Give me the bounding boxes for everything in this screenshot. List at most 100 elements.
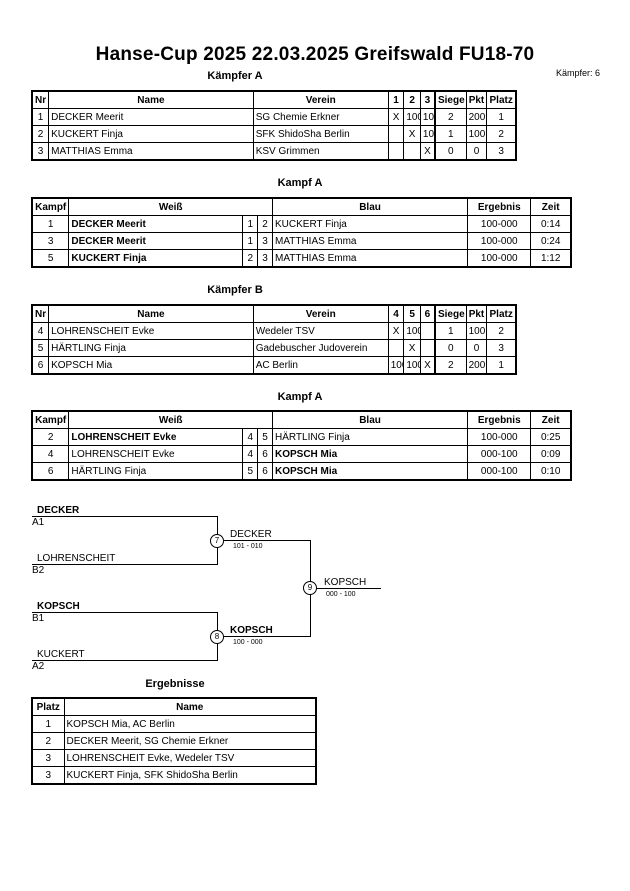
cell-bout: 2: [31, 428, 70, 446]
cell-place: 3: [31, 749, 65, 767]
cell-wins: 2: [433, 108, 467, 126]
results-caption: Ergebnisse: [145, 678, 205, 690]
cell-r3: X: [419, 142, 436, 161]
table-row: 6 HÄRTLING Finja 5 6 KOPSCH Mia 000-100 …: [31, 462, 572, 481]
cell-bout: 4: [31, 445, 70, 463]
cell-place: 2: [31, 732, 65, 750]
cell-r3: 100: [419, 125, 436, 143]
cell-r3: [419, 339, 436, 357]
col-blue: Blau: [271, 410, 469, 429]
cell-wins: 1: [433, 322, 467, 340]
col-name: Name: [63, 697, 317, 716]
semi1-winner-name: DECKER: [230, 529, 272, 540]
cell-time: 0:24: [530, 232, 572, 250]
pool-b-table: Nr Name Verein 4 5 6 Siege Pkt Platz 4 L…: [31, 304, 517, 375]
cell-blue-nr: 6: [257, 445, 273, 463]
semi2-top-name: KOPSCH: [37, 601, 80, 612]
table-row: 5 KUCKERT Finja 2 3 MATTHIAS Emma 100-00…: [31, 249, 572, 268]
cell-name: KUCKERT Finja, SFK ShidoSha Berlin: [63, 766, 317, 785]
semi1-bottom-name: LOHRENSCHEIT: [37, 553, 116, 564]
table-row: 3 DECKER Meerit 1 3 MATTHIAS Emma 100-00…: [31, 232, 572, 250]
cell-blue: MATTHIAS Emma: [271, 249, 469, 268]
table-row: 4 LOHRENSCHEIT Evke 4 6 KOPSCH Mia 000-1…: [31, 445, 572, 463]
cell-name: KOPSCH Mia, AC Berlin: [63, 715, 317, 733]
cell-r2: 100: [403, 322, 421, 340]
cell-blue-nr: 3: [257, 232, 273, 250]
semi1-bottom-line: [32, 564, 218, 565]
cell-nr: 5: [31, 339, 50, 357]
cell-white: DECKER Meerit: [68, 232, 244, 250]
cell-place: 2: [486, 322, 517, 340]
cell-club: SFK ShidoSha Berlin: [252, 125, 389, 143]
cell-white: DECKER Meerit: [68, 215, 244, 233]
cell-white-nr: 1: [242, 232, 259, 250]
cell-pts: 0: [465, 142, 488, 161]
semi1-score: 101 - 010: [233, 543, 263, 550]
col-nr: Nr: [31, 90, 50, 109]
cell-name: MATTHIAS Emma: [48, 142, 254, 161]
cell-r3: X: [419, 356, 436, 375]
pool-b-caption: Kämpfer B: [207, 284, 263, 296]
cell-place: 1: [486, 108, 517, 126]
cell-nr: 2: [31, 125, 50, 143]
table-row: 6 KOPSCH Mia AC Berlin 100 100 X 2 200 1: [31, 356, 517, 375]
col-pts: Pkt: [465, 304, 488, 323]
cell-time: 1:12: [530, 249, 572, 268]
cell-result: 100-000: [467, 249, 532, 268]
cell-r1: [387, 125, 405, 143]
cell-blue: MATTHIAS Emma: [271, 232, 469, 250]
semi1-top-line: [32, 516, 218, 517]
cell-place: 3: [486, 142, 517, 161]
pool-a-table: Nr Name Verein 1 2 3 Siege Pkt Platz 1 D…: [31, 90, 517, 161]
cell-name: DECKER Meerit, SG Chemie Erkner: [63, 732, 317, 750]
cell-nr: 6: [31, 356, 50, 375]
final-bout-number: 9: [303, 581, 317, 595]
bouts-b-caption: Kampf A: [277, 391, 323, 403]
cell-nr: 1: [31, 108, 50, 126]
cell-r1: 100: [387, 356, 405, 375]
cell-nr: 3: [31, 142, 50, 161]
cell-nr: 4: [31, 322, 50, 340]
cell-white: HÄRTLING Finja: [68, 462, 244, 481]
semi1-vertical-line: [217, 516, 218, 565]
col-wins: Siege: [433, 304, 467, 323]
col-place: Platz: [486, 304, 517, 323]
col-bout: Kampf: [31, 410, 70, 429]
cell-result: 100-000: [467, 428, 532, 446]
cell-r2: X: [403, 125, 421, 143]
cell-r1: [387, 142, 405, 161]
table-header-row: Kampf Weiß Blau Ergebnis Zeit: [31, 410, 572, 429]
pool-a-caption: Kämpfer A: [207, 70, 263, 82]
col-r3: 6: [419, 304, 436, 323]
table-row: 3 MATTHIAS Emma KSV Grimmen X 0 0 3: [31, 142, 517, 161]
cell-name: DECKER Meerit: [48, 108, 254, 126]
final-vertical-line: [310, 540, 311, 637]
cell-r3: 100: [419, 108, 436, 126]
cell-name: LOHRENSCHEIT Evke: [48, 322, 254, 340]
cell-bout: 1: [31, 215, 70, 233]
col-pts: Pkt: [465, 90, 488, 109]
semi1-winner-line: [224, 540, 311, 541]
cell-time: 0:10: [530, 462, 572, 481]
cell-name: KOPSCH Mia: [48, 356, 254, 375]
table-row: 3 LOHRENSCHEIT Evke, Wedeler TSV: [31, 749, 317, 767]
cell-club: KSV Grimmen: [252, 142, 389, 161]
cell-club: Wedeler TSV: [252, 322, 389, 340]
cell-name: LOHRENSCHEIT Evke, Wedeler TSV: [63, 749, 317, 767]
cell-white-nr: 4: [242, 428, 259, 446]
cell-pts: 200: [465, 356, 488, 375]
fighter-count: Kämpfer: 6: [555, 68, 600, 78]
cell-blue: KUCKERT Finja: [271, 215, 469, 233]
cell-white: KUCKERT Finja: [68, 249, 244, 268]
cell-result: 100-000: [467, 215, 532, 233]
cell-white-nr: 5: [242, 462, 259, 481]
cell-white-nr: 2: [242, 249, 259, 268]
cell-place: 1: [486, 356, 517, 375]
cell-blue-nr: 6: [257, 462, 273, 481]
col-r1: 1: [387, 90, 405, 109]
cell-r3: [419, 322, 436, 340]
cell-time: 0:25: [530, 428, 572, 446]
col-name: Name: [48, 90, 254, 109]
cell-pts: 100: [465, 322, 488, 340]
table-row: 4 LOHRENSCHEIT Evke Wedeler TSV X 100 1 …: [31, 322, 517, 340]
